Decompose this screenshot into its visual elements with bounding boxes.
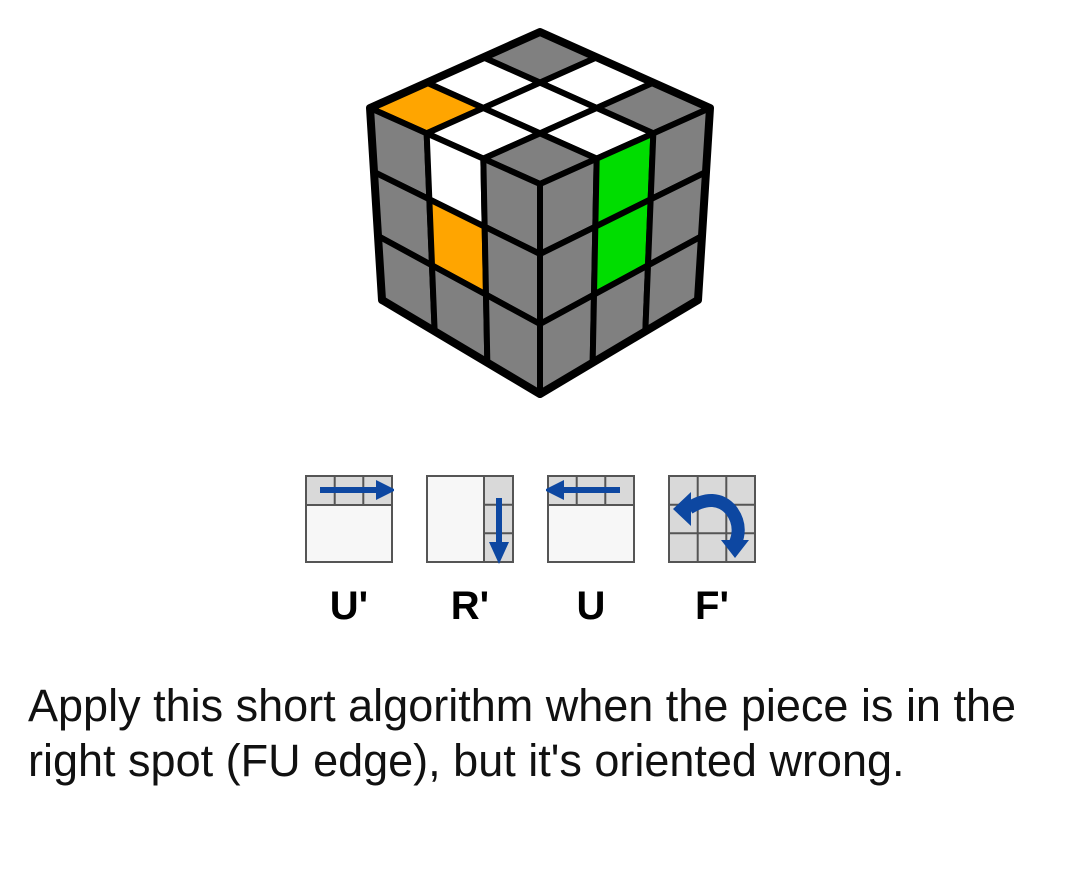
f-prime-arrow-icon [668, 475, 756, 563]
move-u-prime: U' [303, 474, 395, 628]
instruction-caption: Apply this short algorithm when the piec… [28, 680, 1017, 786]
u-prime-arrow-icon [305, 475, 394, 563]
u-arrow-icon [546, 475, 635, 563]
move-u: U [545, 474, 637, 628]
r-prime-arrow-icon [426, 475, 514, 564]
move-label: U [576, 584, 606, 628]
move-f-prime: F' [666, 474, 758, 628]
move-label: R' [450, 584, 490, 628]
cube-outline [366, 28, 714, 398]
move-label: F' [695, 584, 729, 628]
rubiks-cube-diagram [366, 28, 714, 398]
move-label: U' [329, 584, 369, 628]
move-r-prime: R' [424, 474, 516, 628]
